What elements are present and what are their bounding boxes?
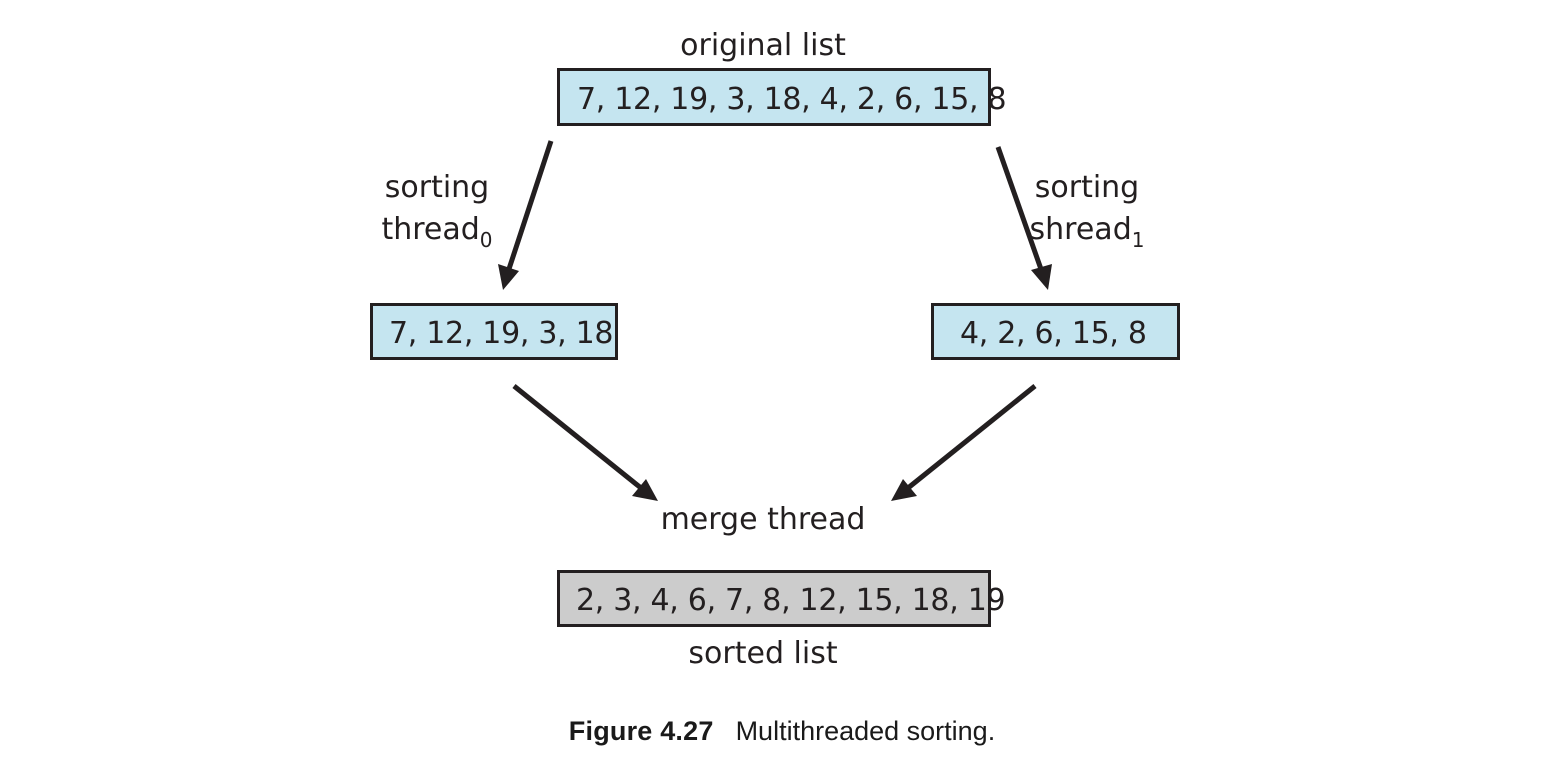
original-list-box-rect — [557, 68, 991, 126]
arrow-head-left-bottom — [632, 479, 658, 501]
sorted-list-values: 2, 3, 4, 6, 7, 8, 12, 15, 18, 19 — [576, 583, 1005, 618]
sorting-thread-1-label: sorting shread1 — [1030, 170, 1145, 252]
merge-thread-label: merge thread — [661, 502, 866, 537]
left-sublist-box: 7, 12, 19, 3, 18 — [370, 303, 618, 360]
right-sublist-box-rect — [931, 303, 1180, 360]
original-list-box: 7, 12, 19, 3, 18, 4, 2, 6, 15, 8 — [557, 68, 1007, 126]
arrow-head-right-top — [1031, 264, 1052, 290]
left-sublist-values: 7, 12, 19, 3, 18 — [389, 316, 613, 351]
right-sublist-values: 4, 2, 6, 15, 8 — [960, 316, 1147, 351]
sorting-thread-0-label-base: thread — [381, 212, 479, 247]
figure-caption: Figure 4.27 Multithreaded sorting. — [0, 716, 1564, 747]
arrow-right-sublist-to-merge — [891, 384, 1037, 501]
sorting-thread-0-label-line2: thread0 — [381, 212, 492, 252]
original-list-title: original list — [680, 28, 846, 63]
sorting-thread-1-label-base: shread — [1030, 212, 1132, 247]
figure-caption-text: Multithreaded sorting. — [735, 716, 996, 746]
sorted-list-caption: sorted list — [688, 636, 837, 671]
sorting-thread-1-label-line2: shread1 — [1030, 212, 1145, 252]
sorted-list-box-rect — [557, 570, 991, 627]
arrow-original-to-right-thread — [995, 146, 1052, 290]
sorting-thread-0-label-line1: sorting — [385, 170, 489, 205]
sorted-list-box: 2, 3, 4, 6, 7, 8, 12, 15, 18, 19 — [557, 570, 1006, 627]
arrow-left-sublist-to-merge — [512, 384, 658, 501]
right-sublist-box: 4, 2, 6, 15, 8 — [931, 303, 1180, 360]
figure-caption-label: Figure 4.27 — [568, 716, 714, 746]
sorting-thread-1-label-line1: sorting — [1035, 170, 1139, 205]
arrow-original-to-left-thread — [498, 140, 554, 290]
original-list-values: 7, 12, 19, 3, 18, 4, 2, 6, 15, 8 — [577, 82, 1006, 117]
sorting-thread-0-label-subscript: 0 — [480, 228, 493, 252]
left-sublist-box-rect — [370, 303, 618, 360]
arrow-head-right-bottom — [891, 479, 917, 501]
arrow-head-left-top — [498, 264, 519, 290]
sorting-thread-0-label: sorting thread0 — [381, 170, 492, 252]
sorting-thread-1-label-subscript: 1 — [1132, 228, 1145, 252]
